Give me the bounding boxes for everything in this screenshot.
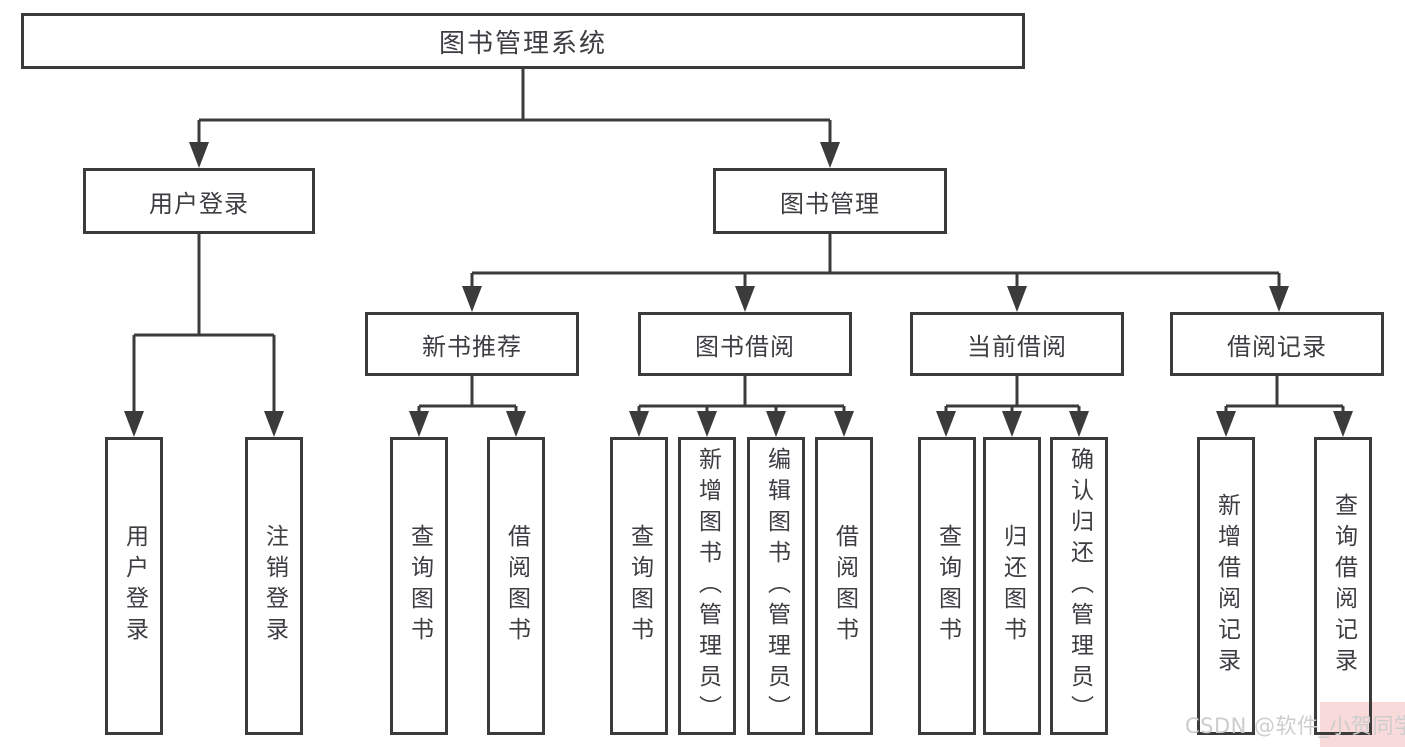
- node-label: 归还图书: [999, 524, 1026, 648]
- node-label: 新书推荐: [422, 332, 522, 361]
- leaf-add-borrow-record: 新增借阅记录: [1197, 437, 1255, 735]
- node-book-borrowing: 图书借阅: [638, 312, 852, 376]
- node-label: 用户登录: [149, 189, 249, 218]
- leaf-borrow-books: 借阅图书: [815, 437, 873, 735]
- node-borrowing-records: 借阅记录: [1170, 312, 1384, 376]
- node-label: 查询图书: [626, 524, 653, 648]
- node-label: 图书管理: [780, 189, 880, 218]
- node-book-management: 图书管理: [713, 168, 947, 234]
- leaf-confirm-return-admin: 确认归还（管理员）: [1050, 437, 1108, 735]
- leaf-query-borrow-record: 查询借阅记录: [1314, 437, 1372, 735]
- node-label: 注销登录: [261, 524, 288, 648]
- node-label: 借阅图书: [831, 524, 858, 648]
- node-label: 新增图书（管理员）: [694, 446, 721, 726]
- leaf-query-books-borrow: 查询图书: [610, 437, 668, 735]
- node-label: 图书管理系统: [438, 28, 607, 59]
- node-book-management-system: 图书管理系统: [21, 13, 1025, 69]
- leaf-borrow-books-recommend: 借阅图书: [487, 437, 545, 735]
- node-label: 借阅图书: [503, 524, 530, 648]
- node-new-book-recommendation: 新书推荐: [365, 312, 579, 376]
- node-label: 查询借阅记录: [1330, 493, 1357, 679]
- node-label: 查询图书: [934, 524, 961, 648]
- node-label: 编辑图书（管理员）: [763, 446, 790, 726]
- leaf-query-books-recommend: 查询图书: [390, 437, 448, 735]
- node-user-login: 用户登录: [83, 168, 315, 234]
- csdn-watermark: CSDN @软件_小贺同学: [1185, 714, 1405, 738]
- node-label: 确认归还（管理员）: [1066, 446, 1093, 726]
- node-label: 当前借阅: [967, 332, 1067, 361]
- leaf-add-books-admin: 新增图书（管理员）: [678, 437, 736, 735]
- watermark-highlight: [1320, 702, 1405, 747]
- node-current-borrowing: 当前借阅: [910, 312, 1124, 376]
- leaf-logout: 注销登录: [245, 437, 303, 735]
- arrowheads: [124, 142, 1353, 437]
- node-label: 图书借阅: [695, 332, 795, 361]
- node-label: 用户登录: [121, 524, 148, 648]
- leaf-edit-books-admin: 编辑图书（管理员）: [747, 437, 805, 735]
- node-label: 查询图书: [406, 524, 433, 648]
- leaf-user-login: 用户登录: [105, 437, 163, 735]
- leaf-return-books: 归还图书: [983, 437, 1041, 735]
- leaf-query-books-current: 查询图书: [918, 437, 976, 735]
- node-label: 借阅记录: [1227, 332, 1327, 361]
- node-label: 新增借阅记录: [1213, 493, 1240, 679]
